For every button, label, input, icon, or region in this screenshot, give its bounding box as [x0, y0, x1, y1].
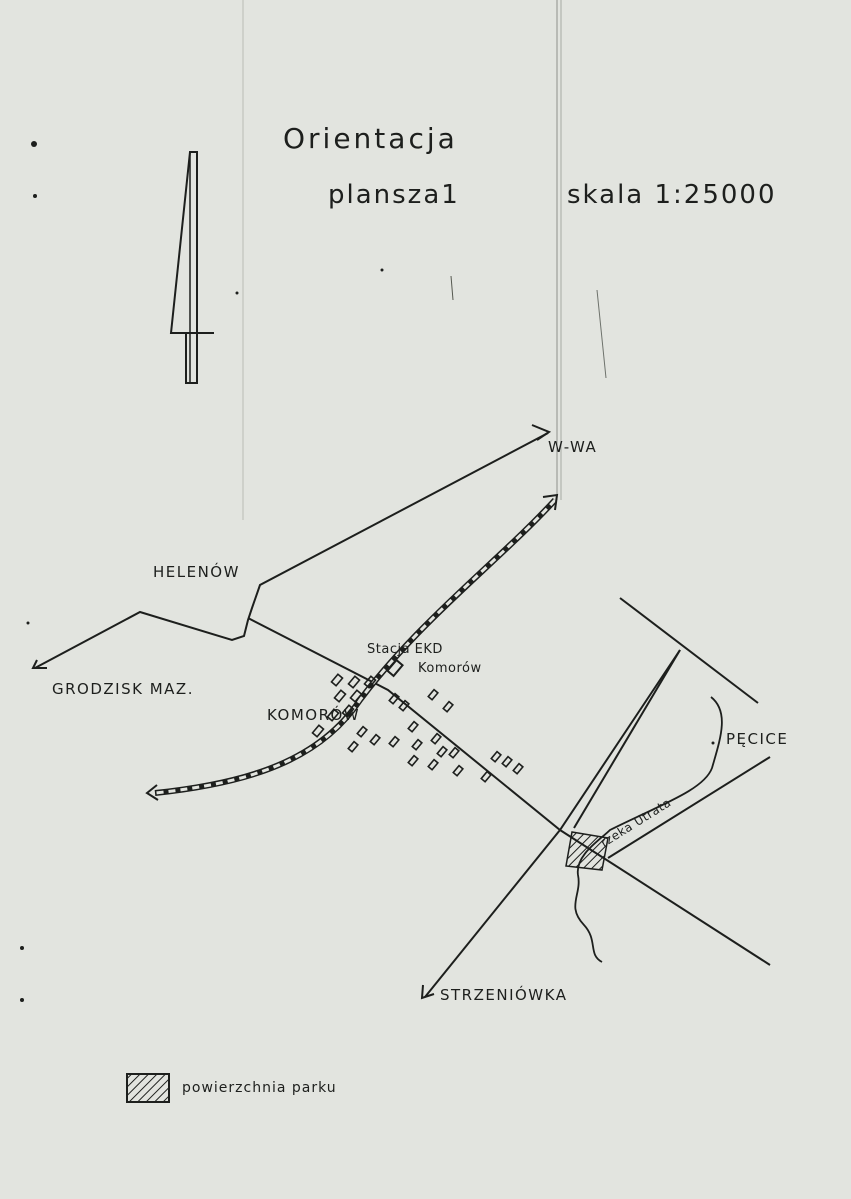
place-grodzisk: GRODZISK MAZ. [52, 680, 194, 698]
road-pecice-north [619, 597, 759, 704]
park-area [565, 831, 609, 871]
station-ekd-symbol [386, 658, 404, 678]
place-strzeniowka: STRZENIÓWKA [440, 986, 568, 1004]
fold-line [596, 289, 607, 379]
sheet-label: plansza1 [328, 180, 460, 210]
road-strzeniowka [424, 829, 561, 998]
road-pecice-east [607, 756, 771, 859]
place-helenow: HELENÓW [153, 563, 240, 581]
road-pecice-cross [573, 649, 681, 829]
north-arrow-icon [169, 151, 214, 384]
railway-ekd-dashes [154, 498, 557, 795]
buildings-komorow [311, 673, 524, 783]
river-utrata [574, 696, 723, 963]
map-title: Orientacja [283, 122, 458, 155]
fold-line [450, 275, 454, 301]
road-komorow-strzeniowka [247, 617, 681, 832]
station-label-line2: Komorów [418, 661, 482, 676]
legend-park-label: powierzchnia parku [182, 1080, 337, 1096]
scale-label: skala 1:25000 [567, 180, 777, 210]
margin-specks [20, 141, 715, 1002]
railway-arrow-north [542, 493, 559, 511]
place-pecice: PĘCICE [726, 730, 789, 748]
hatch-pattern-icon [126, 1073, 170, 1103]
road-grodzisk-arrow [31, 659, 47, 669]
road-w-wa-arrow [531, 424, 552, 441]
road-strzeniowka-arrow [420, 984, 435, 1000]
place-w-wa: W-WA [548, 438, 598, 456]
place-komorow: KOMORÓW [267, 706, 361, 724]
station-label-line1: Stacja EKD [367, 642, 443, 657]
road-w-wa-grodzisk [34, 432, 549, 669]
railway-arrow-south [145, 784, 159, 801]
